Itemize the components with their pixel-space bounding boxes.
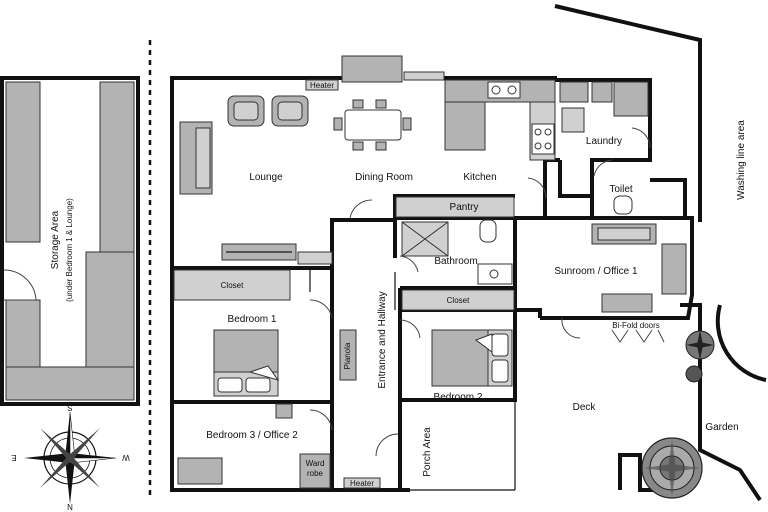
wardrobe-label-2: robe [307,469,324,478]
storage-area-sublabel: (under Bedroom 1 & Lounge) [65,198,74,302]
compass-n: N [67,502,73,511]
compass-rose [24,411,117,504]
washing-line-boundary [554,4,702,222]
pianola [339,329,357,381]
garden-label: Garden [705,422,738,433]
entrance-label: Entrance and Hallway [377,291,388,388]
storage-area: Storage Area (under Bedroom 1 & Lounge) [0,76,140,406]
bedroom-3-furniture [177,403,333,489]
compass-e: E [11,453,16,462]
closet-2-label: Closet [447,296,470,305]
lounge-label: Lounge [249,172,283,183]
bedroom-3-label: Bedroom 3 / Office 2 [206,430,298,441]
garden-curve [715,304,767,382]
bifold-label: Bi-Fold doors [612,321,660,330]
deck-label: Deck [573,402,597,413]
toilet-label: Toilet [609,184,633,195]
storage-area-label: Storage Area [50,210,61,269]
dining-room-label: Dining Room [355,172,413,183]
pantry-cabinet [395,196,515,218]
laundry-label: Laundry [586,136,622,147]
bedroom-1-bed [213,299,333,397]
kitchen-label: Kitchen [463,172,496,183]
sunroom-label: Sunroom / Office 1 [554,266,638,277]
porch-label: Porch Area [422,427,433,477]
heater-top-label: Heater [310,81,334,90]
laundry-units [559,81,651,149]
sunroom-furniture [527,177,687,339]
plant-large [641,437,703,499]
toilet-fixture [593,159,633,215]
garden-wall [680,303,762,502]
compass-w: W [122,453,130,462]
pianola-label: Pianola [343,342,352,369]
heater-bottom-label: Heater [350,479,374,488]
bedroom-2-bed [399,319,513,387]
bifold-doors [611,329,665,343]
lounge-furniture [179,95,333,265]
heater-top [305,79,339,91]
window-strip [403,71,445,81]
bedroom-1-label: Bedroom 1 [228,314,277,325]
compass-s: S [67,403,72,412]
bedroom-2-label: Bedroom 2 [434,392,483,403]
entrance-door-bottom [375,433,399,457]
house-walls [170,76,694,492]
bathroom-fixtures [399,219,513,285]
closet-1-label: Closet [221,281,244,290]
pantry-label: Pantry [450,202,479,213]
plant-small [685,330,715,383]
kitchen-units [444,79,556,161]
bathroom-label: Bathroom [434,256,477,267]
heater-bottom [343,477,381,489]
closet-2 [401,289,515,311]
wardrobe-label-1: Ward [306,459,325,468]
chimney [341,55,403,83]
dining-table [333,99,412,151]
entrance-door-top [349,199,373,219]
closet-1 [173,269,291,301]
washing-line-label: Washing line area [736,120,747,200]
